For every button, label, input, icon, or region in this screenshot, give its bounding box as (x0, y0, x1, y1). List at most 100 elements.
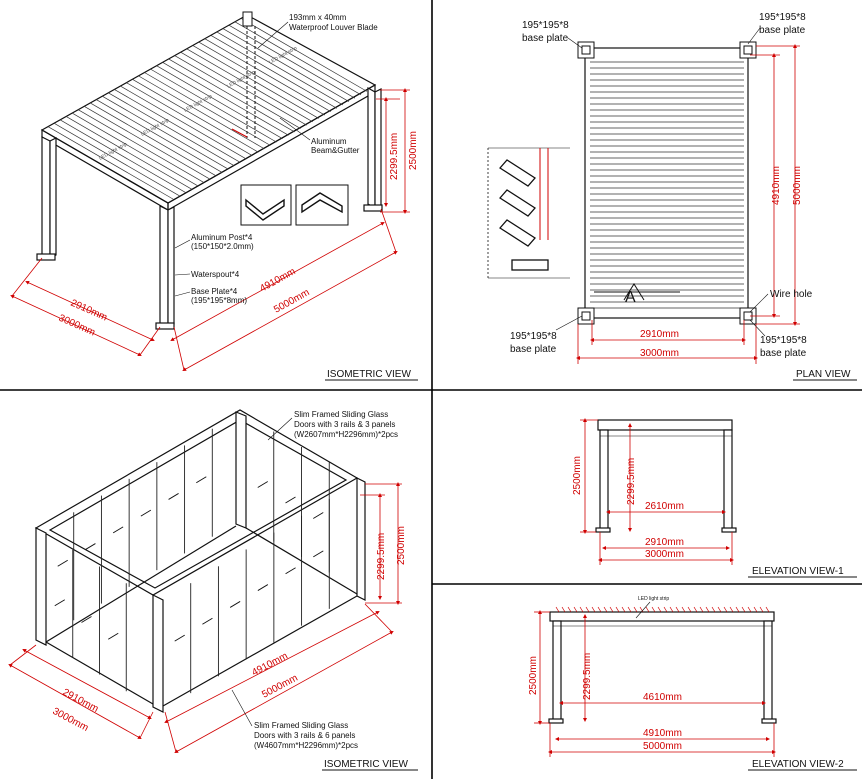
slide-arrow-icon (168, 493, 179, 500)
slide-arrow-icon (57, 559, 68, 567)
louver-blade-end (729, 606, 734, 613)
louver-blade (240, 18, 368, 92)
slide-arrow-icon (257, 584, 269, 591)
slide-arrow-icon (54, 599, 65, 607)
louver-blade (174, 55, 301, 129)
louver-blade (180, 51, 307, 126)
dim-2299: 2299.5mm (626, 458, 637, 505)
louver-blade-end (753, 606, 758, 613)
louver-blade-end (573, 606, 578, 613)
dim-2500: 2500mm (572, 456, 583, 495)
louver-blade-end (723, 606, 728, 613)
louver-blade (198, 41, 325, 116)
dim-5000: 5000mm (792, 166, 803, 205)
plate-note: 195*195*8 (759, 12, 806, 23)
louver-blade-end (621, 606, 626, 613)
louver-blade-end (627, 606, 632, 613)
door-note-b: Slim Framed Sliding Glass (254, 721, 348, 730)
door-note-a: (W2607mm*H2296mm)*2pcs (294, 430, 398, 439)
louver-blade-end (567, 606, 572, 613)
slide-arrow-icons (54, 476, 324, 642)
dim-2299: 2299.5mm (582, 653, 593, 700)
plate-note: base plate (522, 33, 569, 44)
door-note-a: Doors with 3 rails & 3 panels (294, 420, 395, 429)
louver-blade (168, 58, 295, 133)
louver-blade (59, 119, 187, 194)
louver-blade-end (699, 606, 704, 613)
louver-blade (120, 85, 247, 160)
elevation-view-1: 2500mm 2299.5mm 2610mm 2910mm 3000mm ELE… (572, 418, 857, 578)
dim-3000: 3000mm (51, 706, 91, 734)
slide-arrow-icon (174, 634, 185, 642)
door-note-b: (W4607mm*H2296mm)*2pcs (254, 741, 358, 750)
louver-blade (53, 122, 181, 197)
section-mark-a: A (625, 289, 636, 306)
view-title: PLAN VIEW (796, 369, 851, 380)
louver-blade-end (687, 606, 692, 613)
view-title: ELEVATION VIEW-1 (752, 566, 844, 577)
beam-note: Aluminum (311, 137, 347, 146)
louver-blade-end (741, 606, 746, 613)
wire-hole-note: Wire hole (770, 289, 813, 300)
dim-2500: 2500mm (528, 656, 539, 695)
post-note: Aluminum Post*4 (191, 233, 253, 242)
louver-blade-end (597, 606, 602, 613)
beam-note: Beam&Gutter (311, 146, 360, 155)
slide-arrow-icon (112, 526, 124, 534)
gutter-detail-icon (240, 184, 349, 226)
dim-4910: 4910mm (250, 651, 290, 679)
slide-arrow-icon (313, 512, 324, 519)
louver-blade (132, 78, 259, 153)
louver-blades (47, 18, 368, 200)
louver-blade-end (717, 606, 722, 613)
iso-bottom-view: 2299.5mm 2500mm 2910mm 3000mm 4910mm 500… (8, 409, 418, 771)
louver-blade-end (711, 606, 716, 613)
dim-4610: 4610mm (643, 692, 682, 703)
dim-2500: 2500mm (396, 526, 407, 565)
slide-arrow-icon (108, 632, 119, 640)
plate-note: 195*195*8 (510, 331, 557, 342)
glass-door-panels (72, 428, 330, 694)
iso-top-view: LED light strip LED light strip LED ligh… (10, 11, 419, 381)
louver-blade-end (615, 606, 620, 613)
slide-arrow-icon (202, 617, 213, 625)
louver-blade (228, 24, 356, 99)
slide-arrow-icon (85, 543, 96, 550)
plate-note: base plate (759, 25, 806, 36)
slide-arrow-icon (285, 567, 296, 575)
door-note-a: Slim Framed Sliding Glass (294, 410, 388, 419)
louver-blade (156, 65, 283, 140)
louver-blade (108, 92, 235, 167)
section-detail (487, 147, 570, 279)
louver-blade-end (585, 606, 590, 613)
louver-blade-end (705, 606, 710, 613)
louver-blade (114, 89, 241, 163)
plate-note: 195*195*8 (522, 20, 569, 31)
louver-blade-end (663, 606, 668, 613)
louver-blade-end (681, 606, 686, 613)
base-plate-note: (195*195*8mm) (191, 296, 247, 305)
dim-5000: 5000mm (272, 287, 311, 315)
louver-blade-ends (555, 606, 770, 613)
dim-4910: 4910mm (643, 728, 682, 739)
louver-blade (216, 31, 344, 106)
louver-blade (126, 82, 253, 156)
louver-blade-end (645, 606, 650, 613)
louver-blade-end (639, 606, 644, 613)
louver-blade (84, 106, 211, 180)
louver-blade (162, 62, 289, 136)
louver-blade-end (579, 606, 584, 613)
dim-2910: 2910mm (645, 537, 684, 548)
base-plates (577, 41, 757, 325)
waterspout-note: Waterspout*4 (191, 270, 240, 279)
slide-arrow-icon (81, 616, 92, 623)
blade-note: Waterproof Louver Blade (289, 23, 378, 32)
elevation-view-2: LED light strip 2500mm 2299.5mm 4610mm 4… (528, 596, 857, 771)
dim-4910: 4910mm (258, 266, 297, 294)
louver-blade (78, 109, 205, 184)
slide-arrow-icon (140, 509, 152, 517)
slide-arrow-icon (196, 476, 207, 484)
blade-note: 193mm x 40mm (289, 13, 347, 22)
